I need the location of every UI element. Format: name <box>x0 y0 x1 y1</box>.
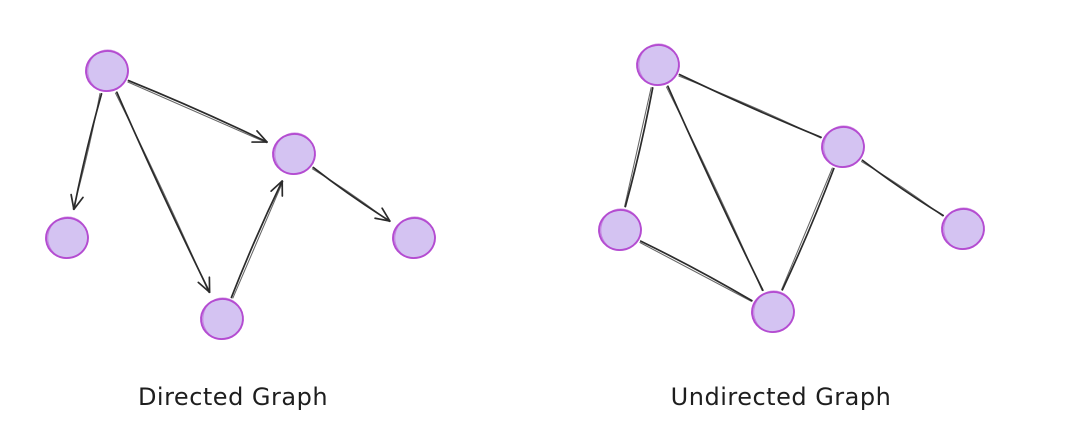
edge-b-e-roughpass <box>311 168 390 223</box>
graph-node-d <box>200 298 244 340</box>
graph-node-a <box>85 50 129 92</box>
graph-node-c-roughpass <box>47 216 89 260</box>
edge-f-h <box>624 87 654 208</box>
edge-f-g-roughpass <box>678 75 822 139</box>
graph-node-j <box>941 208 985 250</box>
graph-node-a-roughpass <box>87 49 129 93</box>
graph-node-f <box>636 44 680 86</box>
graph-node-b <box>272 133 316 175</box>
edge-f-i-roughpass <box>665 86 763 292</box>
graph-node-h-roughpass <box>600 208 642 252</box>
undirected-graph-label: Undirected Graph <box>670 383 892 411</box>
directed-graph-label: Directed Graph <box>137 383 329 411</box>
edge-a-d-roughpass <box>114 92 210 294</box>
graph-node-e-roughpass <box>394 216 436 260</box>
graph-node-h <box>598 209 642 251</box>
graph-node-e <box>392 217 436 259</box>
graph-node-i-roughpass <box>753 290 795 334</box>
edge-g-i <box>781 167 835 291</box>
graph-node-f-roughpass <box>638 43 680 87</box>
edge-g-i-roughpass <box>781 167 833 291</box>
edge-a-d-arrowhead <box>197 276 211 294</box>
edge-a-b-roughpass <box>127 81 268 144</box>
edge-h-i-roughpass <box>639 241 752 302</box>
edge-a-b-arrowhead <box>251 130 268 143</box>
graph-node-c <box>45 217 89 259</box>
graph-node-d-roughpass <box>202 297 244 341</box>
graph-node-j-roughpass <box>943 207 985 251</box>
edge-a-b <box>127 79 268 143</box>
edge-a-c-arrowhead <box>70 193 84 211</box>
edge-g-j-roughpass <box>860 161 944 217</box>
edge-d-b <box>230 180 284 299</box>
graph-node-b-roughpass <box>274 132 316 176</box>
edge-f-h-roughpass <box>624 87 652 207</box>
edge-d-b-roughpass <box>232 180 284 299</box>
edge-b-e-arrowhead <box>374 207 391 222</box>
edge-a-c-roughpass <box>72 92 101 210</box>
graph-node-g <box>821 126 865 168</box>
edge-d-b-arrowhead <box>270 180 284 197</box>
graph-node-g-roughpass <box>823 125 865 169</box>
edge-h-i <box>639 240 753 302</box>
graph-node-i <box>751 291 795 333</box>
